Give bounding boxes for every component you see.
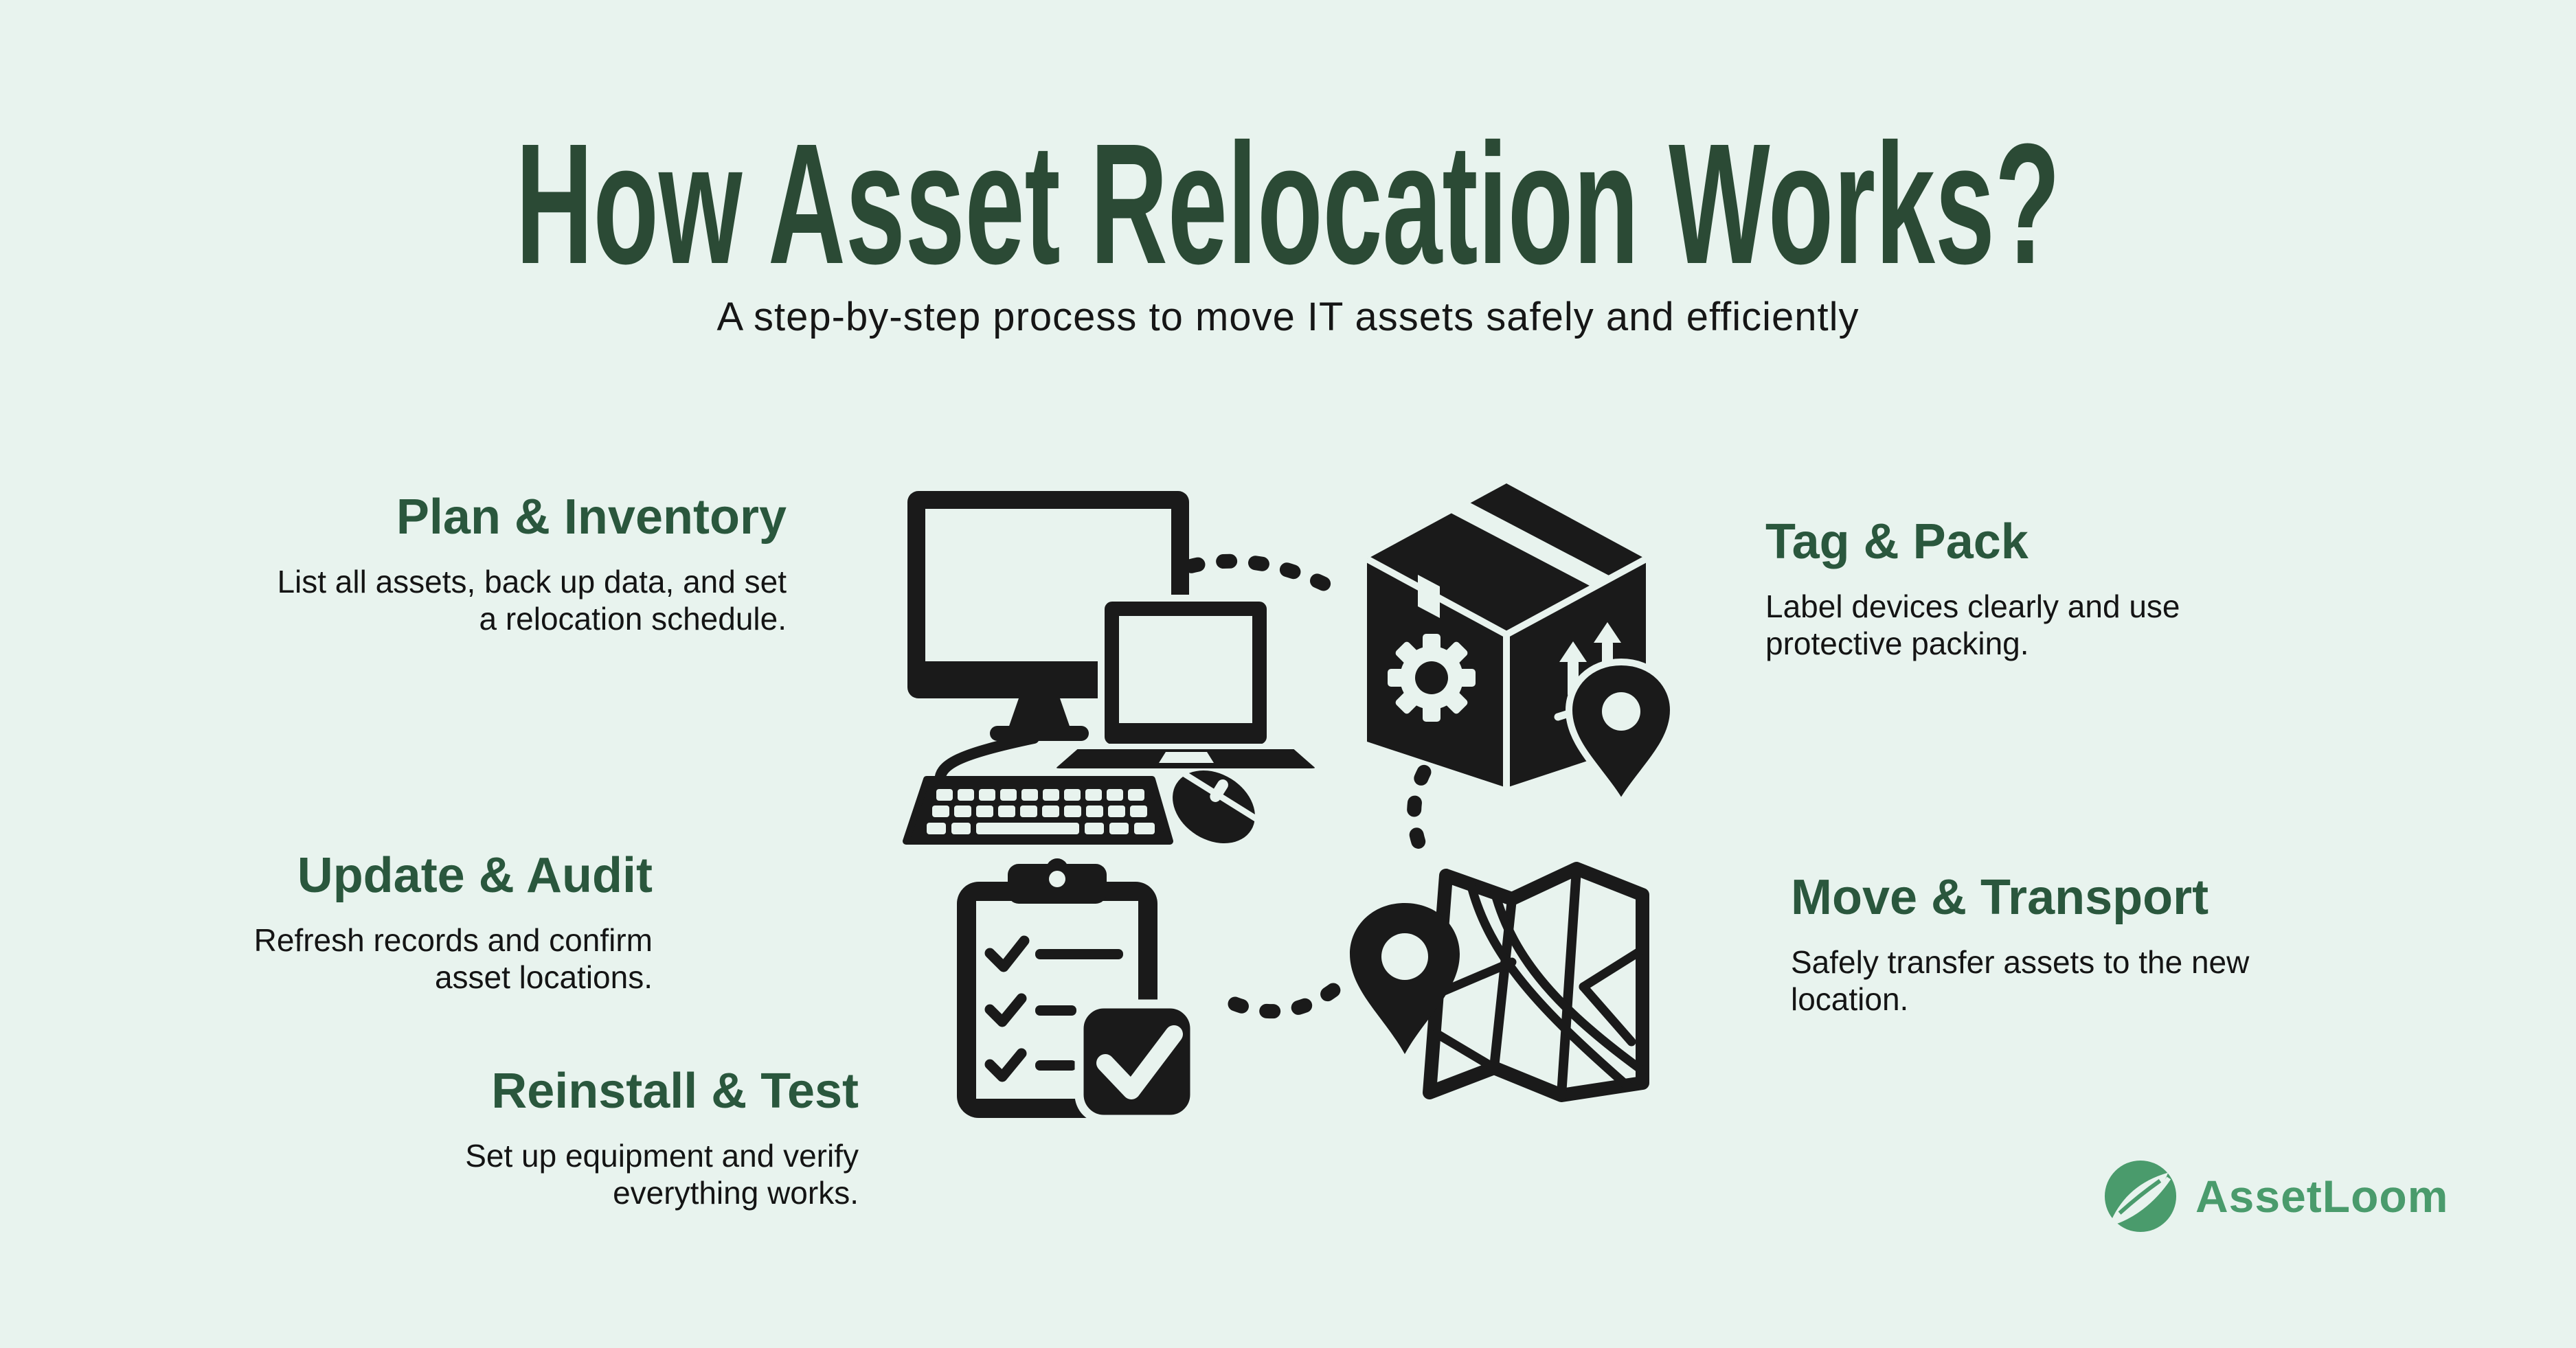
folded-map-icon — [1335, 826, 1680, 1140]
mouse-icon — [1173, 770, 1260, 843]
step-description-tag-pack: Label devices clearly and use protective… — [1765, 589, 2180, 662]
map-outline — [1423, 862, 1649, 1102]
keyboard-icon — [903, 776, 1173, 845]
location-pin-icon — [1565, 658, 1677, 806]
laptop-icon — [1051, 595, 1319, 774]
step-title-move-transport: Move & Transport — [1791, 870, 2209, 925]
package-box-icon — [1355, 475, 1679, 806]
step-description-plan-inventory: List all assets, back up data, and set a… — [277, 564, 787, 637]
clipboard-icon — [957, 858, 1157, 1118]
tape-stripe — [1451, 503, 1612, 587]
list-lines — [1035, 949, 1123, 1071]
step-title-update-audit: Update & Audit — [297, 848, 653, 903]
step-update-audit: Update & Audit Refresh records and confi… — [199, 847, 653, 996]
gear-icon — [1388, 634, 1476, 722]
assetloom-logo-text: AssetLoom — [2195, 1171, 2449, 1222]
checklist-clipboard-icon — [951, 849, 1228, 1128]
step-title-reinstall-test: Reinstall & Test — [491, 1064, 859, 1119]
assetloom-logo: AssetLoom — [2103, 1159, 2448, 1233]
connector-clipboard-to-map — [1228, 974, 1351, 1019]
tape-tab — [1418, 575, 1440, 618]
step-title-tag-pack: Tag & Pack — [1765, 514, 2029, 569]
step-plan-inventory: Plan & Inventory List all assets, back u… — [264, 489, 787, 638]
page-title: How Asset Relocation Works? — [515, 108, 2061, 299]
step-description-move-transport: Safely transfer assets to the new locati… — [1791, 944, 2250, 1018]
step-title-plan-inventory: Plan & Inventory — [396, 490, 787, 545]
assetloom-leaf-icon — [2104, 1160, 2177, 1233]
map-location-pin-icon — [1350, 903, 1460, 1054]
page-subtitle: A step-by-step process to move IT assets… — [716, 295, 1860, 339]
step-reinstall-test: Reinstall & Test Set up equipment and ve… — [405, 1063, 859, 1212]
computer-set-icon — [896, 484, 1319, 855]
check-square-icon — [1074, 999, 1199, 1124]
step-description-update-audit: Refresh records and confirm asset locati… — [253, 922, 653, 996]
step-tag-pack: Tag & Pack Label devices clearly and use… — [1765, 514, 2226, 663]
step-description-reinstall-test: Set up equipment and verify everything w… — [465, 1138, 859, 1211]
step-move-transport: Move & Transport Safely transfer assets … — [1791, 869, 2313, 1018]
checkmarks — [984, 935, 1030, 1082]
